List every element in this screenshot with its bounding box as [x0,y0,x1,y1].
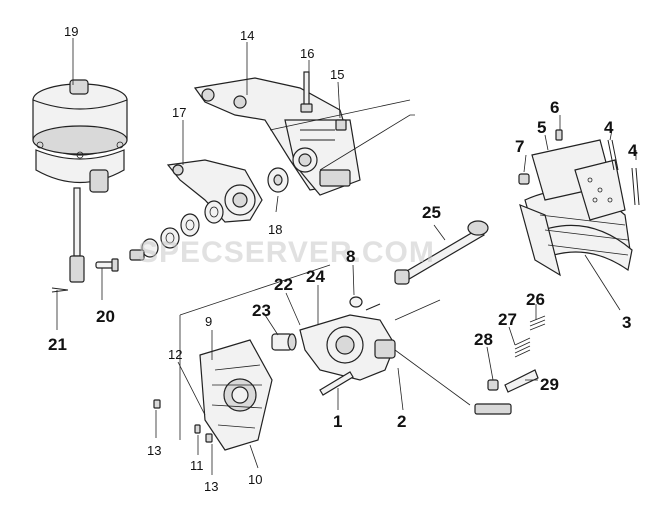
callout-13a: 13 [147,443,161,458]
brake-chamber [32,79,128,283]
dust-shield [199,339,273,451]
callout-11: 11 [190,458,204,473]
callout-21: 21 [48,335,67,354]
cotter-pin [51,287,69,293]
slack-adjuster [166,159,263,223]
nut-7 [518,173,530,185]
callout-labels: 19 14 16 15 17 18 20 21 6 5 4 4 7 25 8 2… [48,24,638,494]
callout-16: 16 [300,46,314,61]
bracket-bolt [300,71,313,113]
callout-23: 23 [252,301,271,320]
callout-19: 19 [64,24,78,39]
bracket-nut [335,119,347,131]
camshaft [394,220,489,285]
callout-25: 25 [422,203,441,222]
callout-4b: 4 [628,141,638,160]
washer-18 [267,167,289,193]
callout-3: 3 [622,313,631,332]
rivet-13 [153,399,213,443]
camshaft-seals [129,200,224,261]
spring-group [474,315,546,415]
screw-11 [194,424,201,434]
callout-13b: 13 [204,479,218,494]
brake-spider [299,314,396,381]
callout-6: 6 [550,98,559,117]
callout-8: 8 [346,247,355,266]
return-springs [607,139,640,206]
callout-24: 24 [306,267,325,286]
leader-lines [56,38,637,475]
callout-18: 18 [268,222,282,237]
bushing-23 [271,333,297,351]
callout-4a: 4 [604,118,614,137]
callout-20: 20 [96,307,115,326]
clevis-pin [95,258,119,272]
callout-22: 22 [274,275,293,294]
bolt-8 [349,296,381,311]
callout-1: 1 [333,412,342,431]
callout-17: 17 [172,105,186,120]
callout-28: 28 [474,330,493,349]
callout-14: 14 [240,28,254,43]
callout-5: 5 [537,118,546,137]
callout-7: 7 [515,137,524,156]
watermark: SPECSERVER.COM [138,236,435,269]
callout-15: 15 [330,67,344,82]
callout-9: 9 [205,314,212,329]
rivet-6 [555,129,563,141]
callout-26: 26 [526,290,545,309]
callout-12: 12 [168,347,182,362]
callout-2: 2 [397,412,406,431]
anchor-pin-1 [319,371,354,396]
callout-29: 29 [540,375,559,394]
callout-10: 10 [248,472,262,487]
callout-27: 27 [498,310,517,329]
brake-lining [531,139,626,221]
